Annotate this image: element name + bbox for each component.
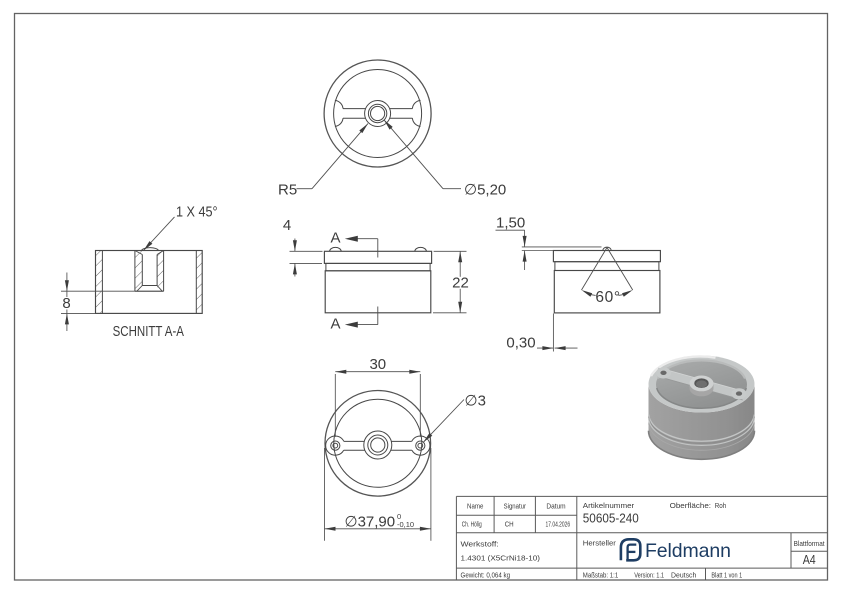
svg-text:0: 0 [397, 512, 401, 521]
svg-text:Signatur: Signatur [504, 502, 527, 511]
svg-text:1.4301 (X5CrNi18-10): 1.4301 (X5CrNi18-10) [461, 554, 541, 563]
svg-text:A4: A4 [803, 552, 816, 567]
svg-text:Oberfläche:: Oberfläche: [670, 501, 711, 510]
svg-text:22: 22 [452, 275, 469, 292]
svg-text:∅37,90: ∅37,90 [345, 514, 396, 531]
svg-text:SCHNITT A-A: SCHNITT A-A [113, 323, 184, 340]
svg-text:Name: Name [467, 502, 483, 511]
svg-text:0,30: 0,30 [506, 334, 535, 351]
svg-text:4: 4 [283, 217, 291, 234]
svg-text:Roh: Roh [715, 501, 727, 510]
svg-text:-0,10: -0,10 [397, 520, 414, 529]
svg-text:1 X 45°: 1 X 45° [176, 204, 218, 221]
svg-text:CH: CH [505, 520, 514, 529]
svg-text:Maßstab: 1:1: Maßstab: 1:1 [583, 571, 618, 580]
svg-text:∅3: ∅3 [465, 393, 486, 410]
svg-text:Blatt 1 von 1: Blatt 1 von 1 [711, 571, 742, 580]
svg-text:60°: 60° [595, 289, 620, 306]
svg-text:Gewicht: 0,064 kg: Gewicht: 0,064 kg [461, 571, 511, 580]
svg-text:Ch. Hölig: Ch. Hölig [462, 520, 482, 529]
svg-text:17.04.2026: 17.04.2026 [546, 520, 571, 529]
svg-text:A: A [330, 316, 340, 333]
svg-text:Version: 1.1: Version: 1.1 [634, 571, 664, 580]
svg-text:Hersteller: Hersteller [583, 539, 617, 548]
svg-text:Feldmann: Feldmann [645, 540, 731, 562]
svg-text:A: A [330, 230, 340, 247]
svg-text:Werkstoff:: Werkstoff: [461, 540, 499, 549]
svg-text:8: 8 [62, 295, 70, 312]
svg-text:Deutsch: Deutsch [671, 571, 696, 580]
svg-text:Datum: Datum [546, 502, 565, 511]
svg-text:50605-240: 50605-240 [583, 511, 639, 526]
svg-text:1,50: 1,50 [496, 215, 525, 232]
svg-text:∅5,20: ∅5,20 [464, 182, 506, 199]
svg-text:30: 30 [369, 356, 386, 373]
svg-text:Artikelnummer: Artikelnummer [583, 501, 635, 510]
svg-text:R5: R5 [278, 182, 297, 199]
svg-text:Blattformat: Blattformat [794, 539, 825, 548]
